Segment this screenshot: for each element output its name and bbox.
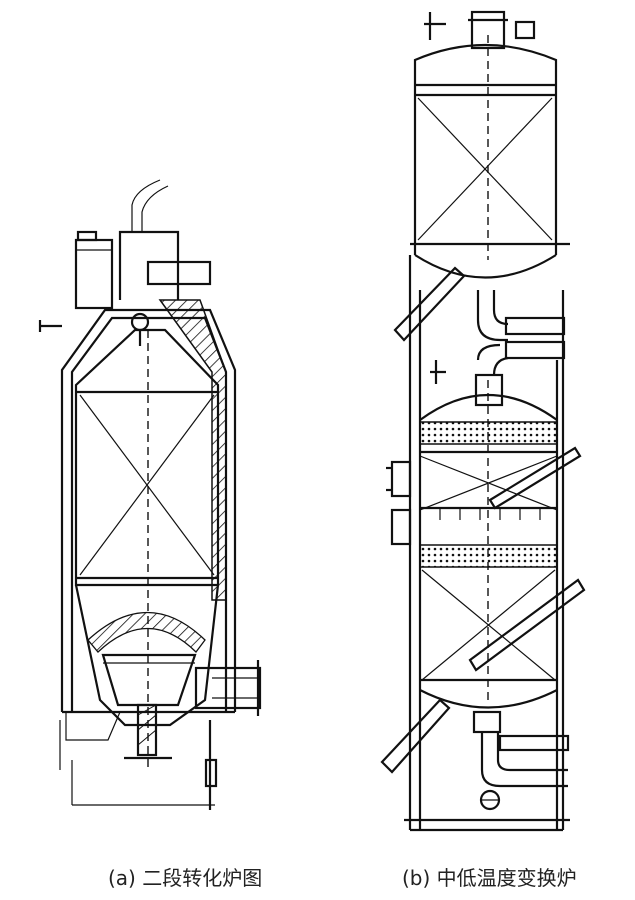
refractory-lining [158,299,227,601]
upper-vessel [413,43,558,255]
burner-nozzle [130,312,150,332]
bottom-outlet-pipe [480,732,568,788]
top-manway [470,10,506,50]
catalyst-bed-vessel [74,328,220,587]
caption-shift-converter: (b) 中低温度变换炉 [402,866,577,890]
reformer-outer-shell [60,308,237,712]
dome-brickwork [87,612,206,653]
lower-cone [74,584,220,727]
side-outlet-pipe [194,666,262,710]
secondary-reformer-drawing [38,179,262,810]
lower-angled-tube [468,578,586,672]
side-nozzle-1 [390,460,412,498]
caption-secondary-reformer: (a) 二段转化炉图 [108,866,263,890]
side-nozzle-2 [390,508,412,546]
shift-converter-drawing [380,10,586,832]
lower-angled-nozzle [380,698,451,774]
top-inlet-pipe [118,230,180,300]
upper-angled-nozzle [393,266,466,342]
interstage-pipe [476,290,508,342]
